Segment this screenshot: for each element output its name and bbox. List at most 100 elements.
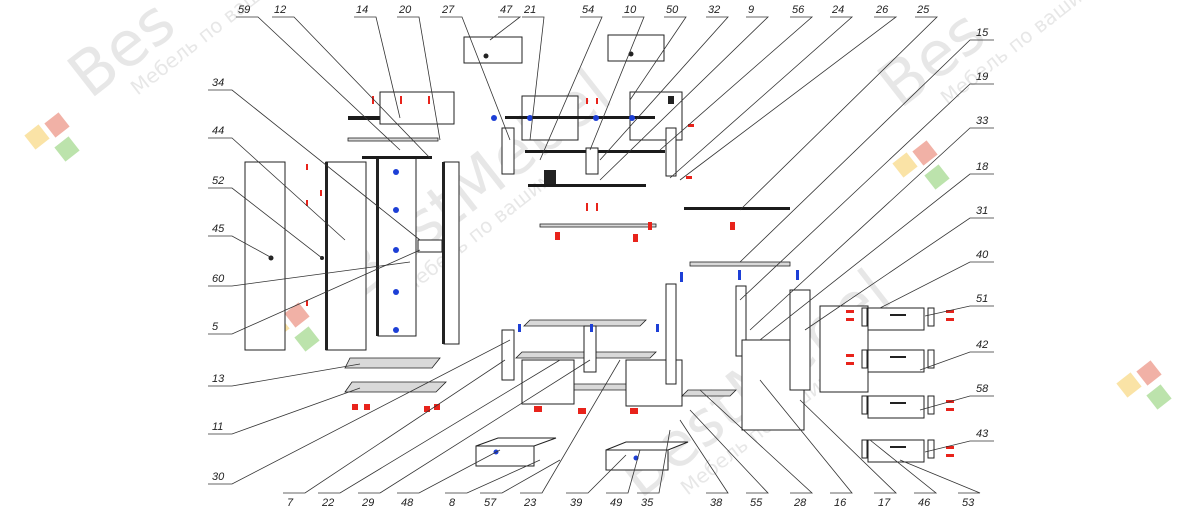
side-10 — [585, 147, 599, 175]
callout-54: 54 — [582, 4, 594, 16]
callout-60: 60 — [212, 273, 225, 285]
callout-38: 38 — [710, 497, 723, 509]
leader-line — [522, 16, 545, 141]
leader-lines — [208, 16, 994, 494]
callout-56: 56 — [792, 4, 805, 16]
screws-lower — [534, 406, 638, 414]
leader-line — [599, 16, 729, 161]
leader-line — [879, 261, 994, 309]
leader-line — [799, 399, 897, 494]
dowels-lower — [518, 324, 659, 332]
leader-line — [236, 16, 401, 151]
callout-57: 57 — [484, 497, 497, 509]
callout-11: 11 — [212, 421, 223, 433]
callout-45: 45 — [212, 223, 225, 235]
leader-line — [272, 16, 431, 159]
board-24 — [528, 184, 646, 187]
leader-line — [566, 454, 627, 494]
leader-line — [208, 89, 421, 241]
callout-50: 50 — [666, 4, 679, 16]
leader-line — [283, 359, 506, 494]
top-shelf — [347, 137, 439, 142]
leader-line — [208, 261, 411, 287]
center-panel — [377, 157, 417, 337]
leader-line — [749, 127, 994, 331]
drawer-51 — [867, 307, 925, 331]
callout-34: 34 — [212, 77, 224, 89]
top-small-panel — [379, 91, 455, 125]
callout-5: 5 — [212, 321, 219, 333]
callout-25: 25 — [916, 4, 930, 16]
leader-line — [489, 16, 522, 41]
leader-line — [637, 429, 671, 494]
leader-line — [208, 187, 323, 259]
watermark-logo-2 — [892, 140, 950, 190]
leader-line — [440, 16, 511, 141]
leader-line — [480, 459, 561, 494]
dowels-right — [680, 270, 799, 282]
drawer-boxes — [475, 437, 689, 471]
callout-40: 40 — [976, 249, 989, 261]
lower-cabinet — [501, 319, 683, 414]
panel-50 — [607, 34, 665, 62]
leader-line — [318, 359, 561, 494]
leader-line — [924, 440, 994, 453]
shelf-15 — [689, 261, 791, 267]
leader-line — [919, 395, 994, 411]
inner-block — [417, 239, 443, 253]
callout-52: 52 — [212, 175, 224, 187]
leader-line — [659, 16, 814, 151]
leader-line — [208, 137, 346, 241]
callout-48: 48 — [401, 497, 414, 509]
panel-31 — [819, 305, 869, 393]
drawer-42 — [867, 349, 925, 373]
back-panel — [443, 161, 460, 345]
leader-line — [599, 16, 769, 181]
callout-12: 12 — [274, 4, 286, 16]
drawer-43 — [867, 439, 925, 463]
panel-18 — [789, 289, 811, 391]
watermark-brand-3: BestMebel — [324, 55, 624, 312]
callout-44: 44 — [212, 125, 224, 137]
leader-line — [397, 449, 501, 494]
side-19 — [735, 285, 747, 357]
leader-line — [699, 389, 814, 494]
callout-43: 43 — [976, 428, 989, 440]
callout-58: 58 — [976, 383, 989, 395]
callout-7: 7 — [287, 497, 294, 509]
side-28 — [665, 283, 677, 385]
back-22 — [521, 359, 575, 405]
callout-30: 30 — [212, 471, 225, 483]
callout-27: 27 — [441, 4, 455, 16]
right-parts — [665, 261, 869, 431]
callout-8: 8 — [449, 497, 456, 509]
leader-line — [629, 16, 687, 101]
board-54 — [505, 116, 655, 119]
leader-line — [739, 16, 938, 211]
screws-top — [555, 98, 735, 242]
leader-line — [679, 16, 898, 181]
leader-line — [759, 379, 853, 494]
leader-line — [689, 409, 769, 494]
leader-line — [208, 249, 421, 335]
leader-line — [759, 173, 994, 341]
leader-line — [899, 459, 981, 494]
shelf-16 — [681, 389, 737, 397]
cornice-board — [362, 156, 432, 159]
drawer-48-front — [475, 445, 535, 467]
leader-line — [869, 439, 938, 494]
leader-line — [354, 16, 401, 119]
panel-47 — [463, 36, 523, 64]
leader-line — [445, 459, 541, 494]
callout-55: 55 — [750, 497, 763, 509]
dowels-top — [491, 115, 635, 121]
board-25 — [684, 207, 790, 210]
watermark-layer: Bes Мебель по вашим Bes Мебель по вашим … — [24, 0, 1172, 512]
door-panel — [244, 161, 286, 351]
side-29 — [583, 325, 597, 373]
watermark-logo-1 — [24, 112, 80, 162]
callout-10: 10 — [624, 4, 637, 16]
callout-24: 24 — [831, 4, 844, 16]
callout-42: 42 — [976, 339, 988, 351]
